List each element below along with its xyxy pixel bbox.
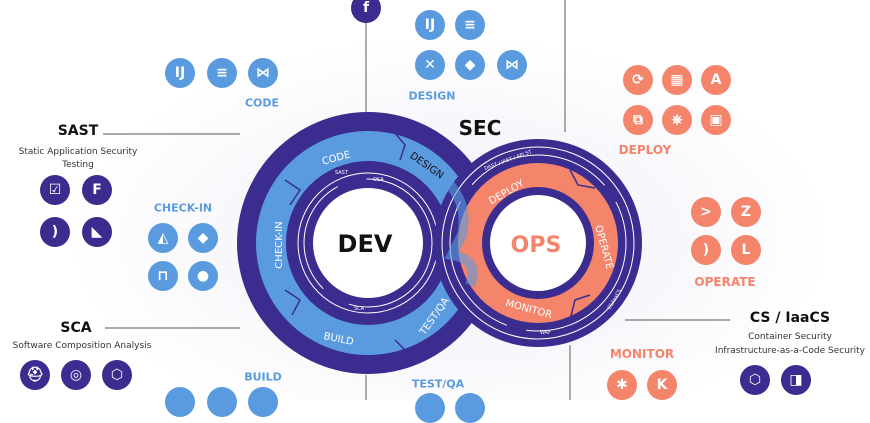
fortify-icon: F [82, 175, 112, 205]
swirl-icon: ◎ [61, 360, 91, 390]
build-group-label: BUILD [244, 370, 282, 384]
ansible-icon: A [701, 65, 731, 95]
ring-sast: SAST [335, 170, 349, 176]
arc-icon: ) [40, 217, 70, 247]
swirl-icon: ) [691, 235, 721, 265]
check-in-group-label: CHECK-IN [153, 201, 213, 215]
openshift-icon: ▣ [701, 105, 731, 135]
dev-loop [237, 112, 499, 374]
eclipse-icon: ≡ [207, 58, 237, 88]
jira-icon: ◆ [455, 50, 485, 80]
tool-icon [415, 393, 445, 423]
tool-icon: f [351, 0, 381, 23]
cs-subtitle: Infrastructure-as-a-Code Security [715, 346, 865, 356]
intellij-icon: IJ [165, 58, 195, 88]
tool-icon [248, 387, 278, 417]
kubernetes-icon: ⎈ [662, 105, 692, 135]
tool-icon [165, 387, 195, 417]
eclipse-icon: ≡ [455, 10, 485, 40]
deploy-group-label: DEPLOY [618, 143, 672, 157]
dev-label: DEV [338, 230, 393, 258]
sast-subtitle: Static Application Security [18, 147, 138, 157]
git-icon: ◆ [188, 223, 218, 253]
sync-icon: ⟳ [623, 65, 653, 95]
operate-group-label: OPERATE [694, 275, 756, 289]
code-group-label: CODE [244, 96, 280, 110]
cs-title: CS / IaaCS [749, 310, 831, 326]
tool-icon: ◣ [82, 217, 112, 247]
kibana-icon: K [647, 370, 677, 400]
sca-title: SCA [60, 320, 92, 336]
tableau-icon: ✱ [607, 370, 637, 400]
ops-loop [434, 139, 642, 347]
test-qa-group-label: TEST/QA [411, 377, 465, 391]
hexagon-icon: ⬡ [102, 360, 132, 390]
ring-osa: OSA [373, 177, 384, 183]
zabbix-icon: Z [731, 197, 761, 227]
docker-icon: ▦ [662, 65, 692, 95]
tool-icon: L [731, 235, 761, 265]
container-icon: ⬡ [740, 365, 770, 395]
worker-icon: ⛑ [20, 360, 50, 390]
checkmarx-icon: ☑ [40, 175, 70, 205]
confluence-icon: ✕ [415, 50, 445, 80]
sast-title: SAST [57, 123, 99, 139]
sca-subtitle: Software Composition Analysis [12, 341, 152, 351]
prisma-icon: ◨ [781, 365, 811, 395]
ring-sca: SCA [354, 306, 365, 312]
bitbucket-icon: ⊓ [148, 261, 178, 291]
pipeline-icon: ⧉ [623, 105, 653, 135]
tool-icon [455, 393, 485, 423]
sec-label: SEC [459, 116, 502, 140]
devsecops-diagram: DEV OPS SEC CODE DESIGN CHECK-IN BUILD T… [103, 0, 730, 400]
monitor-group-label: MONITOR [609, 347, 675, 361]
gitlab-icon: ◭ [148, 223, 178, 253]
ring-check-in: CHECK-IN [274, 221, 285, 268]
visual-studio-icon: ⋈ [248, 58, 278, 88]
design-group-label: DESIGN [408, 89, 456, 103]
github-icon: ● [188, 261, 218, 291]
sast-subtitle: Testing [62, 160, 94, 170]
prompt-icon: > [691, 197, 721, 227]
visual-studio-icon: ⋈ [497, 50, 527, 80]
ring-waf: WAF [540, 330, 551, 336]
tool-icon [207, 387, 237, 417]
intellij-icon: IJ [415, 10, 445, 40]
cs-subtitle: Container Security [748, 332, 832, 342]
ops-label: OPS [511, 233, 562, 258]
